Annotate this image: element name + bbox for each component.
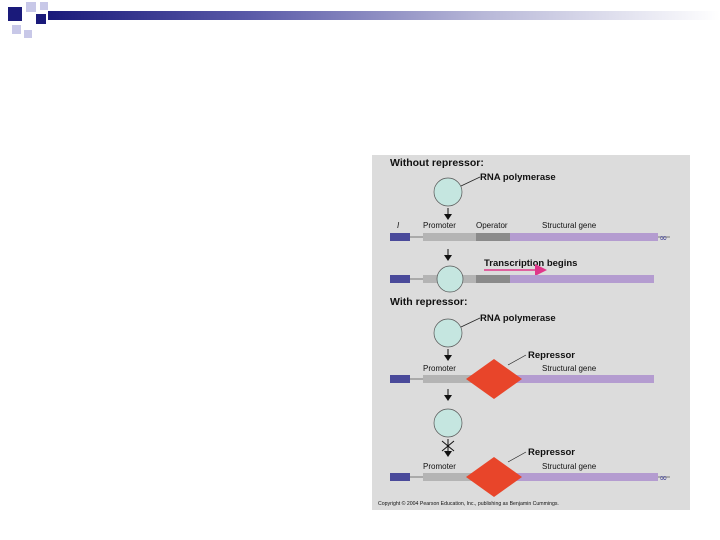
operator-segment-1 <box>476 233 510 241</box>
polymerase-leader-line-2 <box>460 317 481 328</box>
rna-polymerase-label-1: RNA polymerase <box>480 172 556 183</box>
promoter-segment-4 <box>423 473 476 481</box>
decor-square-dark-2 <box>36 14 46 24</box>
regulatory-gene-segment-1 <box>390 233 410 241</box>
structural-gene-label-2: Structural gene <box>542 364 597 373</box>
decor-square-light-1 <box>26 2 36 12</box>
operator-label: Operator <box>476 221 508 230</box>
down-arrow-4-head <box>444 395 452 401</box>
dna-end-mark-2: ∞ <box>659 473 667 484</box>
rna-polymerase-label-2: RNA polymerase <box>480 313 556 324</box>
dna-end-mark-1: ∞ <box>659 233 667 244</box>
i-gene-label: I <box>397 221 400 230</box>
regulatory-gene-segment-3 <box>390 375 410 383</box>
copyright-text: Copyright © 2004 Pearson Education, Inc.… <box>378 500 559 507</box>
promoter-label-1: Promoter <box>423 221 456 230</box>
structural-gene-segment-1 <box>510 233 658 241</box>
promoter-segment-1 <box>423 233 476 241</box>
with-repressor-title: With repressor: <box>390 296 468 308</box>
repressor-label-2: Repressor <box>528 447 575 458</box>
structural-gene-label-1: Structural gene <box>542 221 597 230</box>
rna-polymerase-circle-1 <box>433 177 463 207</box>
repressor-diamond-1 <box>466 359 522 399</box>
regulatory-gene-segment-4 <box>390 473 410 481</box>
regulatory-gene-segment-2 <box>390 275 410 283</box>
operon-diagram-svg: Without repressor: RNA polymerase I Prom… <box>378 157 670 507</box>
down-arrow-2-head <box>444 255 452 261</box>
down-arrow-1-head <box>444 214 452 220</box>
repressor-label-1: Repressor <box>528 350 575 361</box>
promoter-label-2: Promoter <box>423 364 456 373</box>
rna-polymerase-circle-2 <box>433 318 463 348</box>
promoter-segment-3 <box>423 375 476 383</box>
transcription-begins-label: Transcription begins <box>484 258 577 269</box>
structural-gene-label-3: Structural gene <box>542 462 597 471</box>
decor-square-dark-1 <box>8 7 22 21</box>
blocked-cross-2 <box>441 440 455 452</box>
rna-polymerase-circle-3 <box>433 408 463 438</box>
structural-gene-segment-2 <box>510 275 654 283</box>
decor-square-light-2 <box>40 2 48 10</box>
without-repressor-title: Without repressor: <box>390 157 484 169</box>
rna-polymerase-circle-bound <box>436 265 464 293</box>
promoter-label-3: Promoter <box>423 462 456 471</box>
polymerase-leader-line-1 <box>460 176 481 187</box>
down-arrow-3-head <box>444 355 452 361</box>
repressor-leader-line-1 <box>507 354 527 366</box>
operator-segment-2 <box>476 275 510 283</box>
decor-square-light-3 <box>12 25 21 34</box>
repressor-leader-line-2 <box>507 451 527 463</box>
header-gradient-bar <box>48 11 720 20</box>
blocked-arrow-head <box>444 451 452 457</box>
structural-gene-segment-3 <box>510 375 654 383</box>
operon-figure: Without repressor: RNA polymerase I Prom… <box>372 155 690 510</box>
repressor-diamond-2 <box>466 457 522 497</box>
structural-gene-segment-4 <box>510 473 658 481</box>
decor-square-light-4 <box>24 30 32 38</box>
